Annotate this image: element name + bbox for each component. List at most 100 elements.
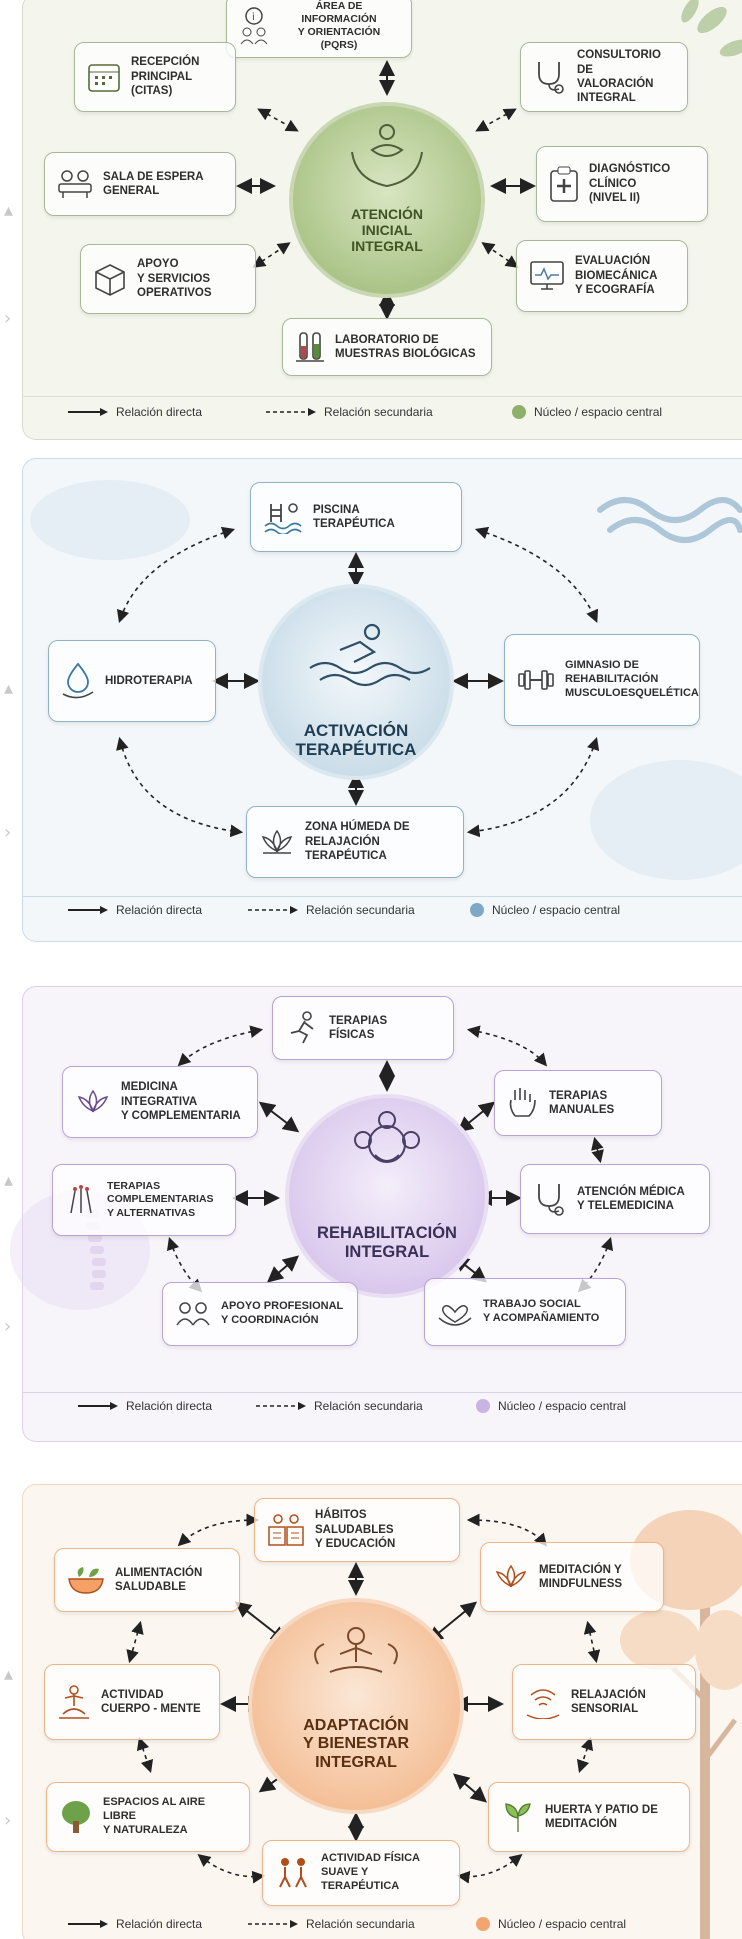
left-chevron-icon: ›	[4, 1810, 12, 1831]
legend-secondary: Relación secundaria	[256, 1399, 423, 1413]
legend-core: Núcleo / espacio central	[512, 405, 662, 419]
node-label: TRABAJO SOCIAL Y ACOMPAÑAMIENTO	[483, 1298, 600, 1324]
node-label: ATENCIÓN MÉDICA Y TELEMEDICINA	[577, 1185, 685, 1212]
left-chevron-icon: ›	[4, 822, 12, 843]
legend-label: Relación directa	[116, 1917, 203, 1931]
dashed-arrow-icon	[266, 408, 316, 416]
core-atencion-inicial: ATENCIÓN INICIAL INTEGRAL	[300, 194, 474, 254]
calendar-icon	[88, 64, 120, 92]
legend-label: Núcleo / espacio central	[498, 1917, 627, 1931]
node-huerta-patio: HUERTA Y PATIO DE MEDITACIÓN	[488, 1782, 690, 1852]
node-actividad-fisica: ACTIVIDAD FÍSICA SUAVE Y TERAPÉUTICA	[262, 1840, 460, 1906]
node-label: HUERTA Y PATIO DE MEDITACIÓN	[545, 1803, 658, 1830]
node-consultorio-valoracion: CONSULTORIO DE VALORACIÓN INTEGRAL	[520, 42, 688, 112]
node-actividad-cuerpo-mente: ACTIVIDAD CUERPO - MENTE	[44, 1664, 220, 1740]
pool-icon	[264, 503, 302, 534]
core-title: ADAPTACIÓN Y BIENESTAR INTEGRAL	[302, 1716, 410, 1771]
node-label: ACTIVIDAD CUERPO - MENTE	[101, 1688, 201, 1715]
legend-label: Relación secundaria	[314, 1399, 423, 1413]
seedling-icon	[505, 1803, 531, 1832]
node-terapias-complementarias: TERAPIAS COMPLEMENTARIAS Y ALTERNATIVAS	[52, 1164, 236, 1236]
node-meditacion-mindfulness: MEDITACIÓN Y MINDFULNESS	[480, 1542, 664, 1612]
node-label: HÁBITOS SALUDABLES Y EDUCACIÓN	[315, 1509, 396, 1551]
legend-label: Relación secundaria	[324, 405, 433, 419]
legend-core: Núcleo / espacio central	[470, 903, 620, 917]
core-activacion-terapeutica: ACTIVACIÓN TERAPÉUTICA	[270, 704, 442, 760]
heart-hands-icon	[438, 1305, 472, 1326]
node-label: MEDICINA INTEGRATIVA Y COMPLEMENTARIA	[121, 1081, 241, 1123]
left-chevron-icon: ▴	[4, 1664, 14, 1685]
node-label: APOYO PROFESIONAL Y COORDINACIÓN	[221, 1300, 344, 1326]
node-label: CONSULTORIO DE VALORACIÓN INTEGRAL	[577, 49, 661, 105]
node-label: RECEPCIÓN PRINCIPAL (CITAS)	[131, 56, 200, 98]
node-terapias-fisicas: TERAPIAS FÍSICAS	[272, 996, 454, 1060]
legend-label: Relación directa	[126, 1399, 213, 1413]
left-chevron-icon: ▴	[4, 1170, 14, 1191]
core-title: ATENCIÓN INICIAL INTEGRAL	[350, 205, 424, 254]
lotus-icon	[77, 1089, 109, 1113]
core-color-swatch	[512, 405, 526, 419]
node-trabajo-social: TRABAJO SOCIAL Y ACOMPAÑAMIENTO	[424, 1278, 626, 1346]
node-laboratorio: LABORATORIO DE MUESTRAS BIOLÓGICAS	[282, 318, 492, 376]
node-evaluacion-biomecanica: EVALUACIÓN BIOMECÁNICA Y ECOGRAFÍA	[516, 240, 688, 312]
node-gimnasio-rehabilitacion: GIMNASIO DE REHABILITACIÓN MUSCULOESQUEL…	[504, 634, 700, 726]
solid-arrow-icon	[68, 906, 108, 914]
legend-secondary: Relación secundaria	[266, 405, 433, 419]
dashed-arrow-icon	[248, 906, 298, 914]
core-adaptacion-bienestar: ADAPTACIÓN Y BIENESTAR INTEGRAL	[262, 1690, 450, 1772]
node-apoyo-servicios: APOYO Y SERVICIOS OPERATIVOS	[80, 244, 256, 314]
stethoscope-icon	[538, 1184, 564, 1216]
node-label: ZONA HÚMEDA DE RELAJACIÓN TERAPÉUTICA	[305, 821, 410, 863]
yoga-pose-icon	[59, 1685, 89, 1719]
legend-secondary: Relación secundaria	[248, 1917, 415, 1931]
node-label: ALIMENTACIÓN SALUDABLE	[115, 1566, 203, 1593]
stethoscope-icon	[538, 62, 564, 94]
node-diagnostico-clinico: DIAGNÓSTICO CLÍNICO (NIVEL II)	[536, 146, 708, 222]
walking-people-icon	[279, 1858, 307, 1888]
book-people-icon	[268, 1514, 304, 1546]
core-color-swatch	[476, 1917, 490, 1931]
node-label: APOYO Y SERVICIOS OPERATIVOS	[137, 258, 212, 300]
clipboard-cross-icon	[550, 166, 578, 202]
node-label: LABORATORIO DE MUESTRAS BIOLÓGICAS	[335, 333, 476, 360]
legend-label: Relación directa	[116, 903, 203, 917]
node-label: RELAJACIÓN SENSORIAL	[571, 1688, 646, 1715]
core-title: ACTIVACIÓN TERAPÉUTICA	[295, 720, 417, 760]
node-area-informacion: i ÁREA DE INFORMACIÓN Y ORIENTACIÓN (PQR…	[226, 0, 412, 58]
legend-label: Núcleo / espacio central	[498, 1399, 627, 1413]
node-recepcion-principal: RECEPCIÓN PRINCIPAL (CITAS)	[74, 42, 236, 112]
legend-core: Núcleo / espacio central	[476, 1917, 626, 1931]
solid-arrow-icon	[68, 1920, 108, 1928]
node-hidroterapia: HIDROTERAPIA	[48, 640, 216, 722]
legend-direct: Relación directa	[78, 1399, 212, 1413]
node-label: TERAPIAS FÍSICAS	[329, 1014, 388, 1041]
left-chevron-icon: ▴	[4, 200, 14, 221]
dumbbell-icon	[518, 670, 554, 690]
node-zona-humeda: ZONA HÚMEDA DE RELAJACIÓN TERAPÉUTICA	[246, 806, 464, 878]
node-label: PISCINA TERAPÉUTICA	[313, 503, 395, 530]
hand-icon	[509, 1088, 536, 1117]
water-drop-hand-icon	[62, 662, 94, 699]
legend-core: Núcleo / espacio central	[476, 1399, 626, 1413]
node-atencion-medica: ATENCIÓN MÉDICA Y TELEMEDICINA	[520, 1164, 710, 1234]
node-habitos-saludables: HÁBITOS SALUDABLES Y EDUCACIÓN	[254, 1498, 460, 1562]
legend-direct: Relación directa	[68, 405, 202, 419]
node-terapias-manuales: TERAPIAS MANUALES	[494, 1070, 662, 1136]
node-espacios-aire-libre: ESPACIOS AL AIRE LIBRE Y NATURALEZA	[46, 1782, 250, 1852]
box-package-icon	[95, 264, 125, 296]
left-chevron-icon: ▴	[4, 678, 14, 699]
monitor-ecography-icon	[530, 261, 564, 290]
core-title: REHABILITACIÓN INTEGRAL	[317, 1224, 457, 1262]
node-label: ESPACIOS AL AIRE LIBRE Y NATURALEZA	[103, 1796, 206, 1836]
lotus-icon	[495, 1564, 527, 1588]
legend-direct: Relación directa	[68, 1917, 202, 1931]
svg-text:i: i	[252, 12, 255, 23]
left-chevron-icon: ›	[4, 1316, 12, 1337]
node-label: HIDROTERAPIA	[105, 674, 193, 687]
dashed-arrow-icon	[248, 1920, 298, 1928]
solid-arrow-icon	[68, 408, 108, 416]
node-alimentacion-saludable: ALIMENTACIÓN SALUDABLE	[54, 1548, 240, 1612]
node-apoyo-profesional: APOYO PROFESIONAL Y COORDINACIÓN	[162, 1282, 358, 1346]
node-relajacion-sensorial: RELAJACIÓN SENSORIAL	[512, 1664, 696, 1740]
lotus-icon	[261, 829, 293, 854]
